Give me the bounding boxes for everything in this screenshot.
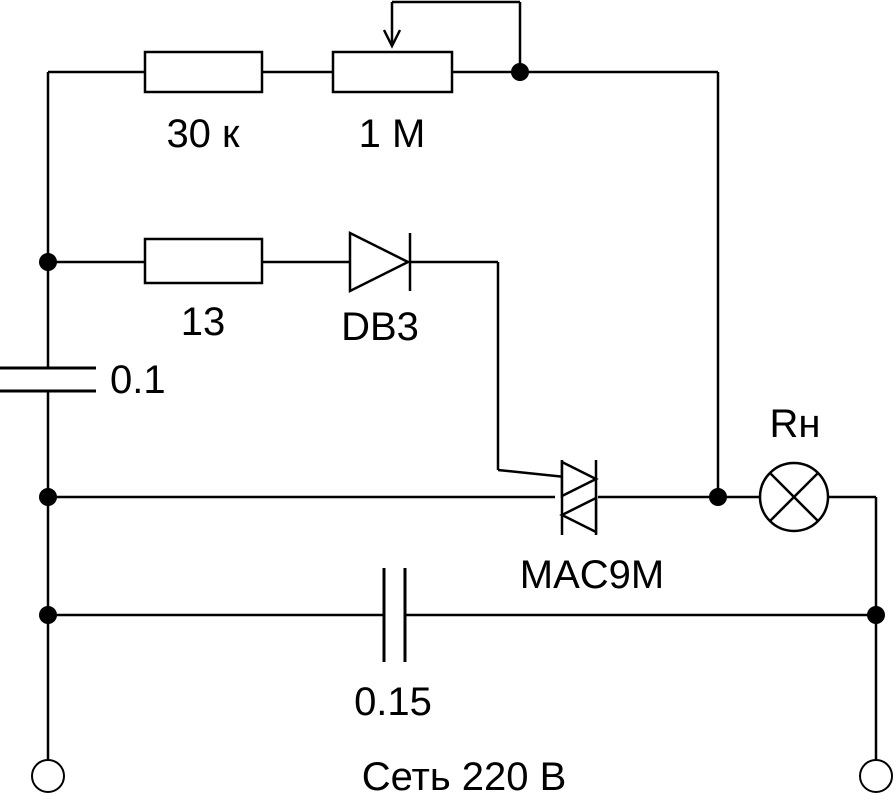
mains-terminal-left (31, 759, 65, 793)
mains-label: Сеть 220 В (362, 755, 567, 799)
capacitor-0-1-label: 0.1 (110, 358, 166, 402)
resistor-30k: 30 к (143, 50, 264, 156)
junction-dot (709, 488, 727, 506)
diac-db3: DB3 (341, 230, 419, 349)
capacitor-0-1: 0.1 (0, 262, 166, 776)
junction-dot (511, 63, 529, 81)
lamp-load-label: Rн (770, 402, 821, 446)
junction-dot (39, 606, 57, 624)
resistor-30k-label: 30 к (166, 112, 240, 156)
resistor-13: 13 (143, 237, 264, 344)
diac-db3-label: DB3 (341, 305, 419, 349)
main-line-wires (48, 495, 878, 776)
lamp-load: Rн (758, 402, 830, 533)
junction-dot (867, 606, 885, 624)
potentiometer-1m: 1 М (331, 0, 522, 156)
resistor-13-label: 13 (181, 300, 226, 344)
triac-mac9m-label: MAC9M (520, 553, 664, 597)
capacitor-0-15-label: 0.15 (354, 680, 432, 724)
top-branch-wires (46, 70, 720, 497)
junction-dot (39, 488, 57, 506)
potentiometer-1m-label: 1 М (359, 112, 426, 156)
mains-terminal-right (859, 759, 893, 793)
triac-mac9m: MAC9M (520, 459, 664, 597)
capacitor-0-15: 0.15 (48, 568, 876, 724)
